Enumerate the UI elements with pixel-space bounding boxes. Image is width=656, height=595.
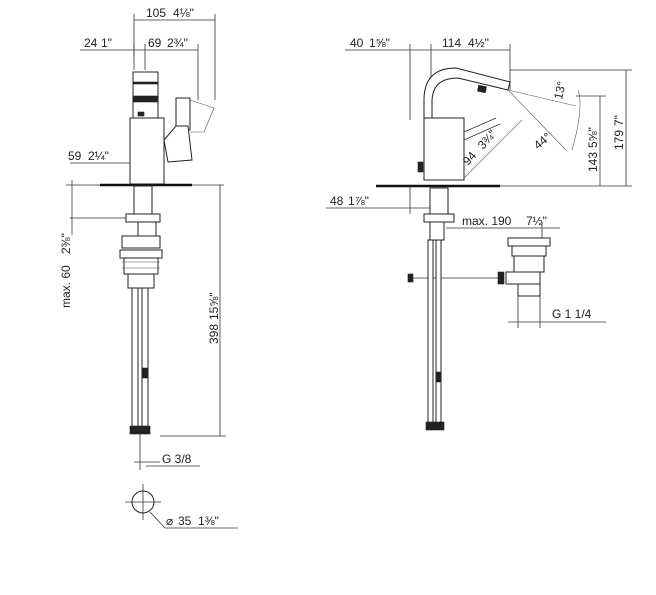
angle-upper: 13° [551, 80, 569, 101]
diameter-symbol: ⌀ [166, 514, 173, 528]
drain-flange [121, 235, 161, 249]
drain-lower [127, 273, 155, 289]
drain-ring [119, 249, 163, 259]
dim-height-body-in: 2¼" [88, 149, 109, 163]
lever [463, 123, 501, 141]
dim-total-length-in: 15⅝" [207, 292, 221, 320]
leader-line [149, 511, 166, 529]
hose-fittings [129, 425, 151, 435]
dim-height-total: 179 [612, 130, 626, 150]
drain-nut [497, 271, 505, 285]
lever-handle [175, 97, 191, 131]
lever-ghost [189, 99, 215, 133]
hose-clip [141, 367, 149, 379]
faucet-handle-cap [132, 71, 159, 119]
dim-top-right: 69 [148, 36, 162, 50]
drain-tail-r [517, 283, 541, 297]
rod-end [407, 273, 414, 283]
dim-top-right-in: 2¾" [167, 36, 188, 50]
dim-top-left-r: 40 [350, 36, 364, 50]
thread-label-left: G 3/8 [162, 452, 192, 466]
drain-ring-r [511, 245, 547, 257]
supply-hose-r2 [435, 239, 442, 425]
shank-r [429, 187, 449, 215]
mount-nut [125, 213, 161, 223]
drain-flange-r [507, 237, 551, 247]
faucet-body-r [423, 117, 465, 181]
drain-body-r [513, 255, 545, 273]
dim-height-body: 59 [68, 149, 82, 163]
dim-base-in: 1⅞" [348, 194, 369, 208]
handle-band [132, 95, 159, 103]
mount-nut-r [423, 213, 455, 223]
bracket-r [429, 221, 445, 241]
hole-diameter-in: 1⅜" [198, 514, 219, 528]
hole-diameter: 35 [178, 514, 192, 528]
dim-top-total-in: 4⅛" [173, 6, 194, 20]
dim-top-right-r: 114 [442, 36, 461, 50]
hose-fittings-r [425, 421, 445, 431]
spout-joint [477, 84, 487, 94]
lever [463, 117, 497, 133]
dim-height-mid: 143 [586, 152, 600, 172]
supply-hose-right [141, 287, 149, 429]
dim-total-length: 398 [207, 324, 221, 344]
dim-top-total: 105 [146, 6, 166, 20]
dim-base: 48 [330, 194, 344, 208]
supply-hose-left [131, 287, 139, 429]
hose-clip-r [435, 371, 442, 383]
dim-top-right-r-in: 4½" [468, 36, 489, 50]
left-view: 105 4⅛" 24 1" 69 2¾" 59 2¼" max. 60 2⅜" [59, 6, 238, 529]
dim-max-reach-in: 7½" [526, 214, 547, 228]
spray-line [507, 89, 577, 107]
dim-max-reach: max. 190 [462, 214, 512, 228]
dim-top-left-r-in: 1⅝" [369, 36, 390, 50]
dim-max-thickness: max. 60 [59, 265, 73, 308]
pop-up-rod [417, 161, 424, 173]
ext-line [463, 119, 523, 179]
drain-arm-r [505, 271, 541, 285]
small-mark [137, 111, 145, 117]
drain-body [123, 257, 159, 275]
thread-label-right: G 1 1/4 [552, 307, 592, 321]
supply-hose-r1 [427, 239, 434, 425]
dim-height-mid-in: 5⅝" [586, 127, 600, 148]
angle-arc [571, 89, 581, 151]
spray-line [507, 89, 567, 151]
faucet-body [129, 117, 165, 185]
handle-line [132, 81, 159, 85]
spout-side [163, 125, 193, 163]
dim-top-left-in: 1" [101, 36, 112, 50]
dim-top-left: 24 [84, 36, 98, 50]
dim-height-total-in: 7" [612, 115, 626, 126]
shank [133, 185, 153, 215]
dim-max-thickness-in: 2⅜" [59, 233, 73, 254]
